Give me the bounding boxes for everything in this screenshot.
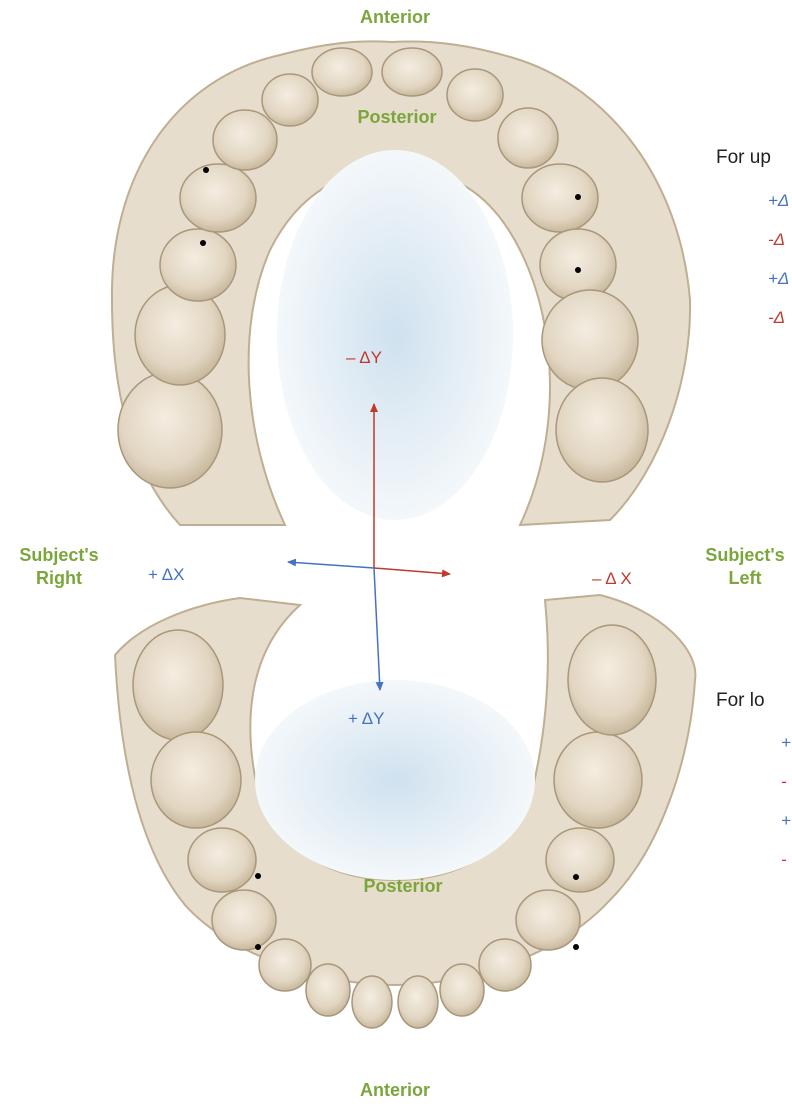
upper-tooth — [540, 229, 616, 301]
lower-tooth — [151, 732, 241, 828]
upper-tooth — [213, 110, 277, 170]
lower-tongue-space — [255, 680, 535, 880]
lower-tooth — [568, 625, 656, 735]
upper-tooth — [118, 372, 222, 488]
upper-posterior-label: Posterior — [337, 106, 457, 129]
lower-note-item-1: + — [781, 733, 791, 753]
upper-landmark-dot — [575, 194, 581, 200]
upper-tooth — [382, 48, 442, 96]
lower-landmark-dot — [573, 944, 579, 950]
subject-left-line1: Subject's — [686, 544, 792, 567]
lower-tooth — [546, 828, 614, 892]
upper-note-item-1: +Δ — [768, 191, 789, 211]
lower-tooth — [479, 939, 531, 991]
lower-note-item-3: + — [781, 811, 791, 831]
upper-tooth — [542, 290, 638, 390]
subject-right-label: Subject's Right — [0, 544, 118, 590]
upper-tooth — [556, 378, 648, 482]
lower-tooth — [440, 964, 484, 1016]
lower-note-item-4: - — [781, 850, 787, 870]
pos-y-label: + ΔY — [348, 709, 384, 729]
lower-landmark-dot — [255, 873, 261, 879]
upper-tooth — [312, 48, 372, 96]
lower-anterior-label: Anterior — [335, 1079, 455, 1102]
pos-y-arrow — [374, 568, 380, 690]
lower-note-heading: For lo — [716, 689, 765, 713]
upper-anterior-label: Anterior — [340, 6, 450, 29]
subject-left-line2: Left — [686, 567, 792, 590]
neg-x-label: – Δ X — [592, 569, 632, 589]
neg-y-label: – ΔY — [346, 348, 382, 368]
pos-x-arrow — [288, 562, 374, 568]
lower-posterior-label: Posterior — [343, 875, 463, 898]
lower-tooth — [554, 732, 642, 828]
upper-landmark-dot — [203, 167, 209, 173]
lower-tooth — [212, 890, 276, 950]
upper-tooth — [180, 164, 256, 232]
upper-landmark-dot — [575, 267, 581, 273]
lower-note-item-2: - — [781, 772, 787, 792]
upper-palate — [277, 150, 513, 520]
upper-note-item-4: -Δ — [768, 308, 785, 328]
upper-note-item-2: -Δ — [768, 230, 785, 250]
lower-tooth — [352, 976, 392, 1028]
pos-x-label: + ΔX — [148, 565, 184, 585]
lower-tooth — [516, 890, 580, 950]
upper-tooth — [160, 229, 236, 301]
upper-note-item-3: +Δ — [768, 269, 789, 289]
subject-right-line1: Subject's — [0, 544, 118, 567]
lower-tooth — [133, 630, 223, 740]
neg-x-arrow — [374, 568, 450, 574]
subject-right-line2: Right — [0, 567, 118, 590]
upper-note-heading: For up — [716, 146, 771, 170]
subject-left-label: Subject's Left — [686, 544, 792, 590]
lower-tooth — [306, 964, 350, 1016]
upper-landmark-dot — [200, 240, 206, 246]
lower-arch — [115, 595, 695, 1028]
upper-tooth — [262, 74, 318, 126]
lower-landmark-dot — [255, 944, 261, 950]
lower-tooth — [398, 976, 438, 1028]
lower-landmark-dot — [573, 874, 579, 880]
upper-tooth — [498, 108, 558, 168]
lower-tooth — [259, 939, 311, 991]
upper-tooth — [135, 285, 225, 385]
upper-tooth — [522, 164, 598, 232]
lower-tooth — [188, 828, 256, 892]
